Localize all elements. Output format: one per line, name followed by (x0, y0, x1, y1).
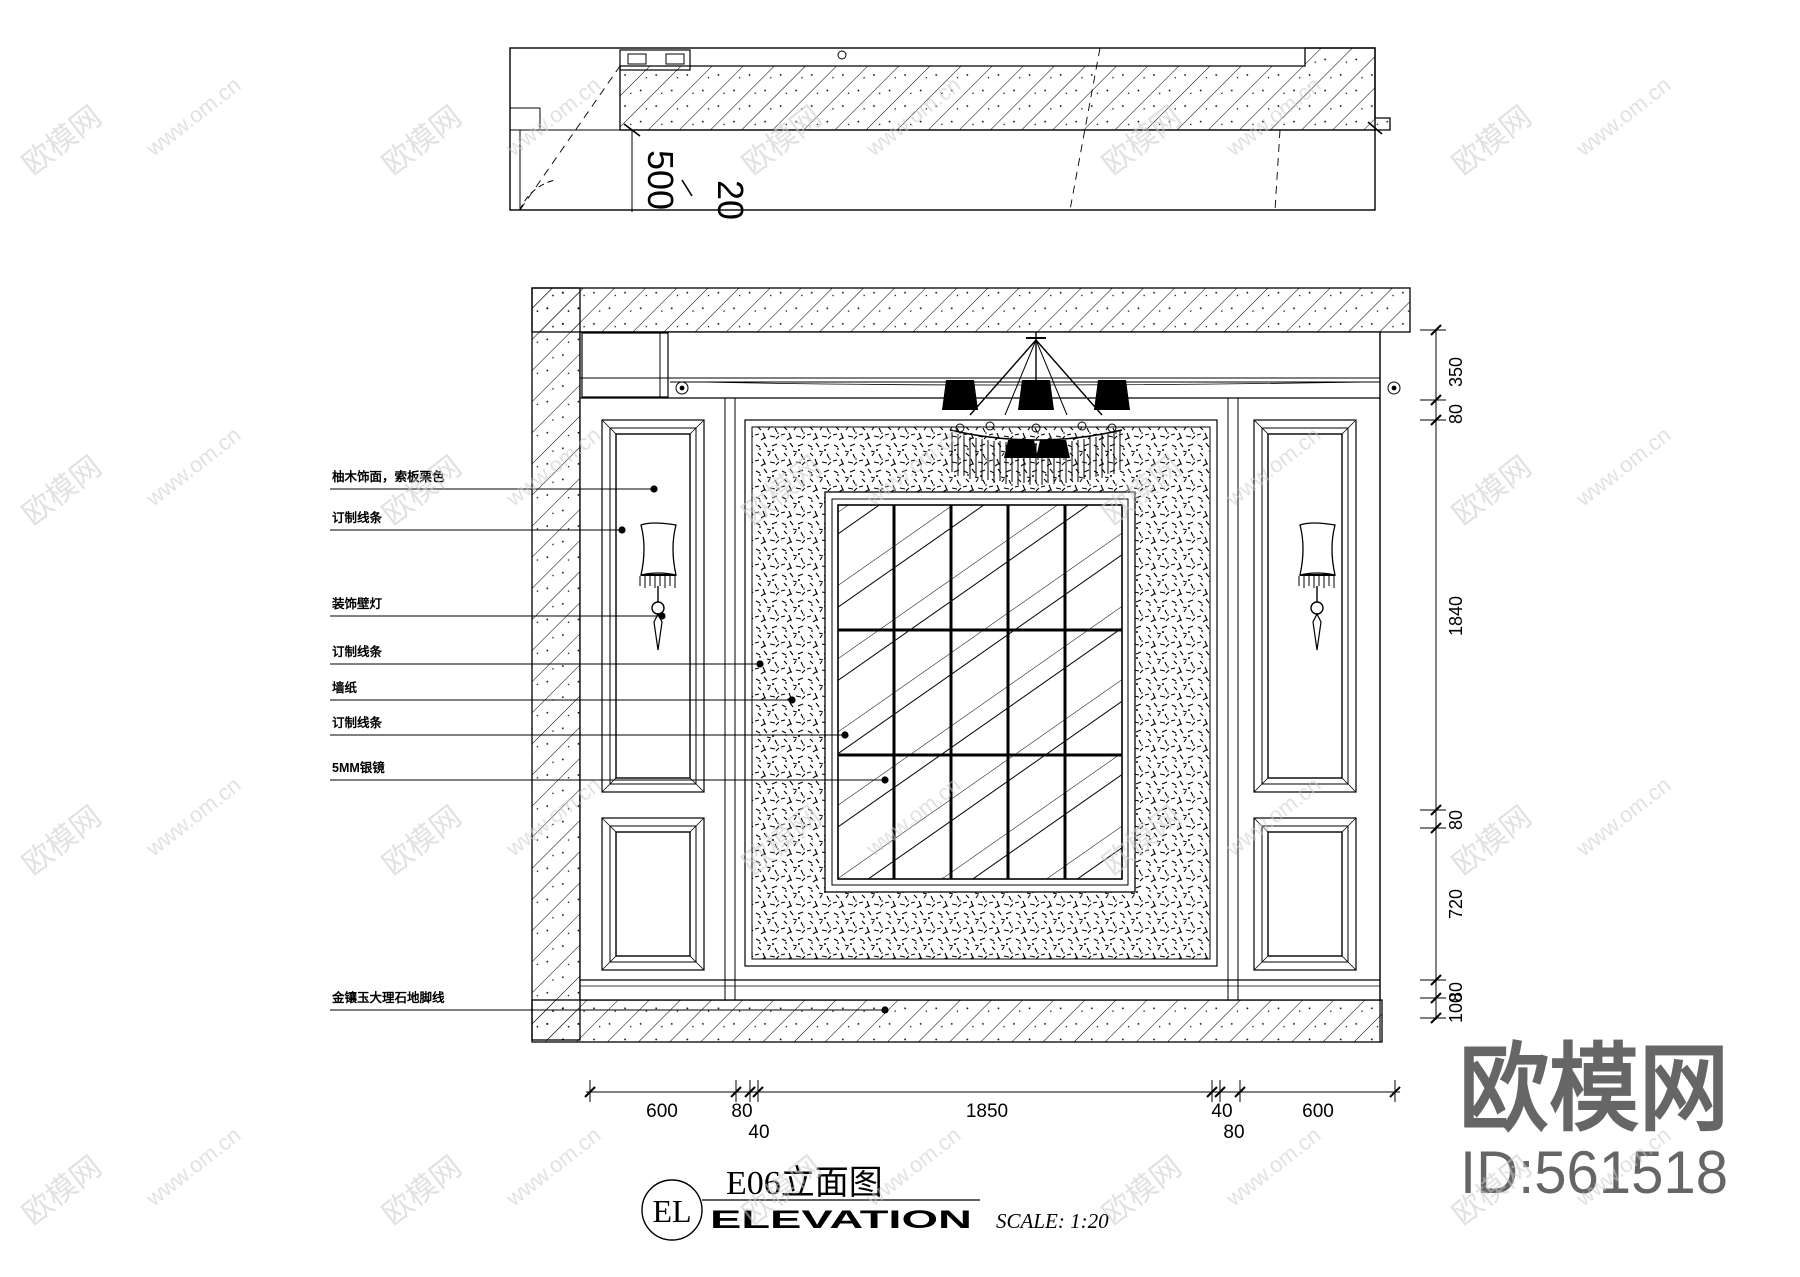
watermark-site: www.om.cn (1571, 772, 1676, 862)
watermark-brand-name: 欧模网 (1447, 450, 1538, 531)
watermark-brand-name: 欧模网 (17, 450, 108, 531)
callout-leaders (330, 488, 885, 1011)
callout-custom-molding-2: 订制线条 (332, 644, 383, 659)
watermark-site: www.om.cn (141, 422, 246, 512)
watermark-brand-name: 欧模网 (17, 100, 108, 181)
dim-bottom-1850: 1850 (966, 1101, 1008, 1122)
plan-dim-20: 20 (710, 180, 751, 220)
dim-right-720: 720 (1446, 889, 1466, 919)
callout-teak-veneer: 柚木饰面，索板栗色 (332, 469, 445, 484)
watermark-brand-name: 欧模网 (17, 800, 108, 881)
dim-bottom-80-left: 80 (731, 1101, 752, 1122)
callout-wallpaper: 墙纸 (332, 680, 358, 695)
callout-wall-sconce: 装饰壁灯 (331, 596, 383, 611)
dim-right-80-low: 80 (1446, 982, 1466, 1002)
watermark-site: www.om.cn (501, 72, 606, 162)
watermark-brand-name: 欧模网 (377, 1150, 468, 1231)
dim-bottom-80-right: 80 (1223, 1122, 1244, 1143)
watermark-brand-name: 欧模网 (377, 450, 468, 531)
right-wood-panels (1253, 419, 1357, 971)
dim-right-100: 100 (1446, 993, 1466, 1023)
watermark-site: www.om.cn (1571, 422, 1676, 512)
right-dimension-chain (1420, 324, 1446, 1024)
callout-custom-molding-3: 订制线条 (332, 715, 383, 730)
brand-id: ID:561518 (1460, 1139, 1728, 1206)
left-wood-panels (601, 419, 705, 971)
watermark-brand-name: 欧模网 (377, 100, 468, 181)
watermark-brand-name: 欧模网 (17, 1150, 108, 1231)
dim-right-80-top: 80 (1446, 404, 1466, 424)
bottom-dimension-chain (584, 1080, 1401, 1102)
watermark-site: www.om.cn (141, 1122, 246, 1212)
watermark-brand-name: 欧模网 (377, 800, 468, 881)
chandelier (942, 332, 1130, 485)
brand-logo: 欧模网 (1459, 1036, 1729, 1143)
watermark-site: www.om.cn (141, 772, 246, 862)
watermark-brand-name: 欧模网 (1097, 1150, 1188, 1231)
top-plan-section (509, 47, 1391, 212)
watermark-site: www.om.cn (141, 72, 246, 162)
title-circle-label: EL (652, 1193, 691, 1229)
watermark-brand-name: 欧模网 (1447, 100, 1538, 181)
title-block (641, 1179, 980, 1241)
dim-bottom-600-left: 600 (646, 1101, 678, 1122)
dim-bottom-40-right: 40 (1211, 1101, 1232, 1122)
drawing-title: E06立面图 (726, 1164, 883, 1202)
callout-marble-skirting: 金镶玉大理石地脚线 (331, 990, 445, 1005)
watermark-site: www.om.cn (1571, 72, 1676, 162)
callout-silver-mirror: 5MM银镜 (332, 760, 385, 775)
callout-custom-molding-1: 订制线条 (332, 510, 383, 525)
dim-right-350: 350 (1446, 357, 1466, 387)
dim-right-1840: 1840 (1446, 596, 1466, 636)
dim-bottom-40-left: 40 (748, 1122, 769, 1143)
center-feature-wall (744, 419, 1218, 967)
drawing-scale: SCALE: 1:20 (996, 1209, 1109, 1233)
callout-dots (618, 485, 889, 1014)
dim-right-80-mid: 80 (1446, 810, 1466, 830)
dim-bottom-600-right: 600 (1302, 1101, 1334, 1122)
drawing-subtitle: ELEVATION (710, 1206, 972, 1234)
plan-dim-500: 500 (640, 150, 681, 210)
wall-sconce-right (1298, 522, 1336, 651)
watermark-site: www.om.cn (501, 1122, 606, 1212)
